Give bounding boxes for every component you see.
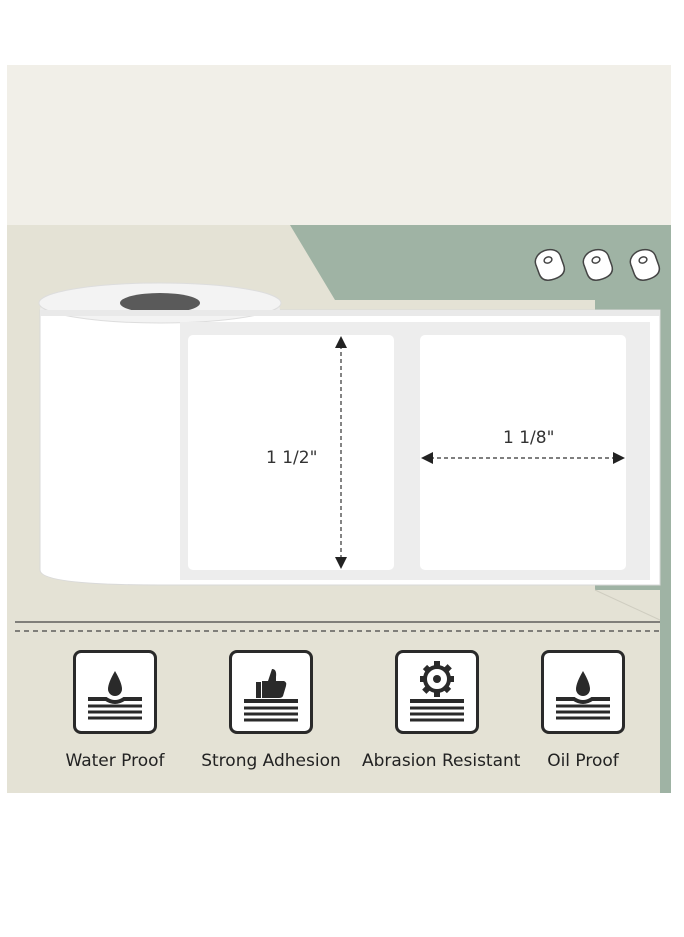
oil-drop-layers-icon	[541, 650, 625, 734]
feature-label: Abrasion Resistant	[362, 751, 521, 771]
small-roll-icon	[534, 248, 566, 281]
label-sticker-left	[188, 335, 394, 570]
feature-label: Water Proof	[65, 751, 165, 771]
feature-strong-adhesion: Strong Adhesion	[196, 650, 346, 771]
feature-abrasion-resistant: Abrasion Resistant	[362, 650, 521, 771]
feature-label: Oil Proof	[547, 751, 619, 771]
label-sticker-right	[420, 335, 626, 570]
feature-oil-proof: Oil Proof	[508, 650, 658, 771]
water-drop-layers-icon	[73, 650, 157, 734]
background-top	[7, 65, 671, 225]
feature-water-proof: Water Proof	[40, 650, 190, 771]
height-dimension-label: 1 1/2"	[266, 448, 318, 468]
height-dimension-arrow	[335, 336, 347, 569]
width-dimension-label: 1 1/8"	[503, 428, 555, 448]
feature-label: Strong Adhesion	[201, 751, 341, 771]
accent-green-shape	[290, 225, 671, 793]
table-edge-shade	[7, 590, 660, 793]
small-roll-icon	[629, 248, 661, 281]
width-dimension-arrow	[421, 452, 625, 464]
gear-layers-icon	[395, 650, 479, 734]
table-edge-line	[594, 589, 661, 621]
small-roll-icon	[582, 248, 614, 281]
thumbs-up-layers-icon	[229, 650, 313, 734]
